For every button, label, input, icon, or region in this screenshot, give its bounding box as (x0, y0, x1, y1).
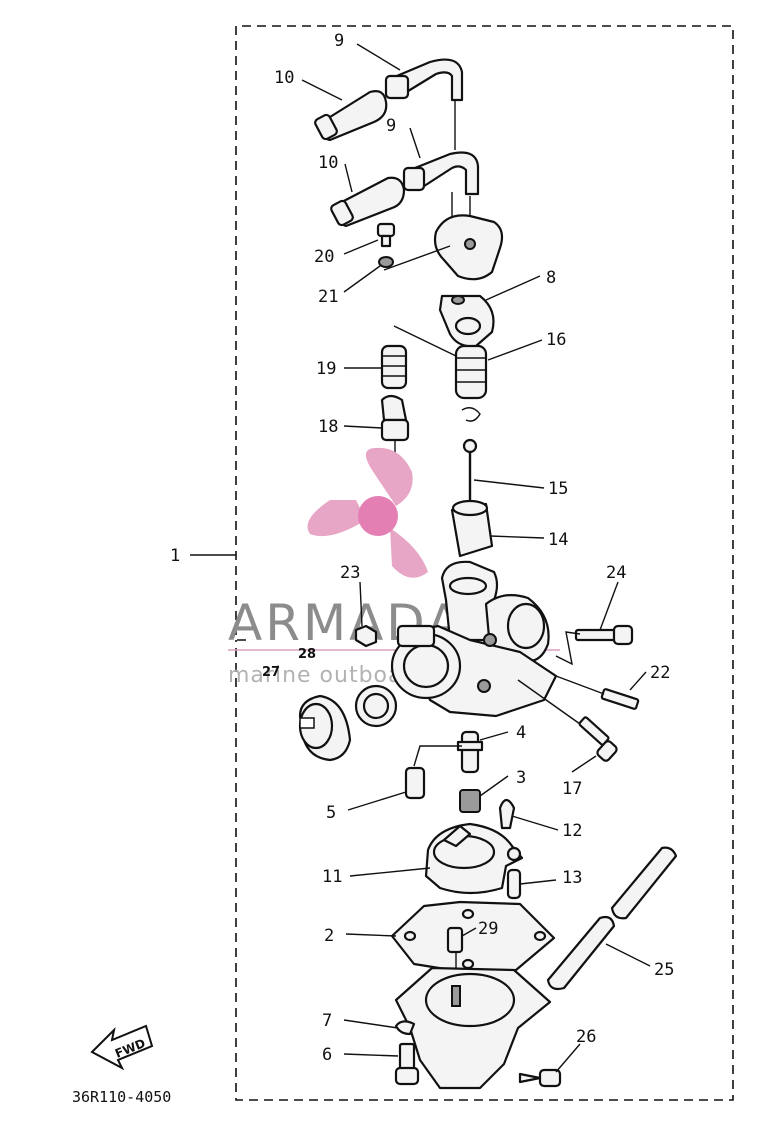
callout-23: 23 (340, 563, 360, 583)
guide-line (517, 679, 581, 725)
part-float-chamber (394, 966, 552, 1090)
callout-18: 18 (318, 417, 338, 437)
callout-28: 28 (298, 647, 316, 662)
part-4-main-nozzle (456, 730, 484, 774)
part-1-carburetor-body (390, 560, 558, 718)
callout-9-lower: 9 (386, 116, 396, 136)
callout-15: 15 (548, 479, 568, 499)
callout-4: 4 (516, 723, 526, 743)
callout-10-lower: 10 (318, 153, 338, 173)
part-clip (461, 407, 481, 422)
callout-1: 1 (170, 546, 180, 566)
part-22-screw (600, 688, 640, 710)
part-9-lower-hose (402, 151, 480, 196)
callout-10-upper: 10 (274, 68, 294, 88)
part-16-spring (454, 344, 488, 400)
callout-29: 29 (478, 919, 498, 939)
callout-11: 11 (322, 867, 342, 887)
callout-7: 7 (322, 1011, 332, 1031)
part-23-nut (354, 624, 378, 648)
part-19-spring (380, 344, 408, 390)
part-29-jet (446, 926, 464, 954)
part-8-plate (438, 294, 495, 348)
part-12-needle-valve (498, 798, 516, 830)
callout-24: 24 (606, 563, 626, 583)
guide-line (555, 631, 581, 666)
assembly-frame (235, 25, 734, 1101)
callout-27: 27 (262, 665, 280, 680)
callout-3: 3 (516, 768, 526, 788)
leader-lines (301, 43, 651, 1073)
callout-9-upper: 9 (334, 31, 344, 51)
part-28-seal (354, 684, 398, 728)
part-7-clip (394, 1020, 416, 1036)
part-18-starter-plunger (380, 394, 410, 458)
part-25-hose (546, 846, 678, 991)
callout-13: 13 (562, 868, 582, 888)
callout-19: 19 (316, 359, 336, 379)
callout-8: 8 (546, 268, 556, 288)
part-10-lower-cap (330, 176, 406, 228)
guide-line (555, 675, 605, 695)
part-20-screw (376, 222, 396, 248)
callout-labels: 1 2 3 4 5 6 7 8 9 9 10 10 11 12 13 14 15… (170, 31, 674, 1065)
part-17-screw (578, 716, 618, 762)
part-14-throttle-valve (450, 499, 494, 558)
callout-5: 5 (326, 803, 336, 823)
part-26-drain-screw (518, 1068, 562, 1088)
guide-line (413, 745, 462, 767)
callout-26: 26 (576, 1027, 596, 1047)
callout-22: 22 (650, 663, 670, 683)
part-10-upper-cap (314, 90, 388, 142)
guide-line (383, 245, 451, 271)
part-code: 36R110-4050 (72, 1088, 171, 1106)
part-6-screw (394, 1042, 420, 1086)
callout-12: 12 (562, 821, 582, 841)
part-5-pilot-screw (404, 766, 426, 800)
guide-line (393, 325, 457, 357)
callout-14: 14 (548, 530, 568, 550)
callout-17: 17 (562, 779, 582, 799)
callout-20: 20 (314, 247, 334, 267)
fwd-arrow-icon: FWD (90, 1024, 154, 1071)
callout-6: 6 (322, 1045, 332, 1065)
callout-2: 2 (324, 926, 334, 946)
part-21-washer (378, 256, 394, 268)
part-15-jet-needle (462, 438, 478, 506)
part-2-gasket (390, 900, 556, 974)
part-13-float-pin (506, 868, 522, 900)
part-27-clamp (298, 694, 352, 762)
part-24-screw (574, 624, 634, 646)
part-top-cover (433, 214, 504, 281)
part-11-float (424, 822, 524, 895)
armada-logo (307, 447, 428, 578)
callout-16: 16 (546, 330, 566, 350)
callout-25: 25 (654, 960, 674, 980)
part-9-upper-hose (384, 58, 464, 102)
part-3-main-jet (459, 789, 481, 813)
callout-21: 21 (318, 287, 338, 307)
